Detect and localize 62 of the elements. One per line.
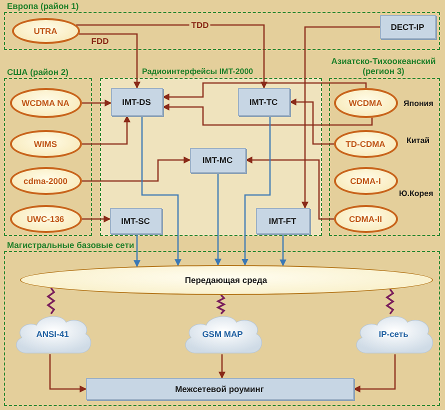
arrow (353, 354, 396, 392)
edge-label: TDD (189, 20, 211, 30)
country-label: Китай (406, 136, 430, 144)
arrow (82, 216, 111, 222)
node-label: IMT-TC (249, 96, 278, 106)
node-label: WIMS (34, 138, 58, 148)
node-label: UWC-136 (26, 214, 64, 224)
arrow (141, 116, 182, 266)
zigzag-link (385, 288, 395, 314)
arrow (162, 104, 373, 126)
edge-label: FDD (89, 36, 111, 46)
arrow (76, 24, 268, 89)
region-heading: Азиатско-Тихоокеанский (регион 3) (330, 56, 437, 76)
zigzag-link (46, 287, 56, 314)
process-box (380, 14, 436, 38)
node-label: TD-CDMA (346, 138, 386, 148)
arrow (79, 33, 140, 89)
country-label: Япония (404, 98, 434, 108)
node-label: IMT-MC (202, 155, 233, 165)
country-label: Ю.Корея (399, 189, 434, 198)
region-heading: Магистральные базовые сети (7, 240, 134, 250)
arrow (49, 354, 87, 392)
node-label: Передающая среда (184, 274, 268, 284)
node-label: IMT-FT (268, 216, 296, 226)
arrow (280, 234, 286, 266)
arrow (218, 354, 226, 379)
node-label: UTRA (34, 26, 58, 36)
region-heading: США (район 2) (7, 67, 68, 77)
arrow (82, 100, 112, 106)
node-label: ANSI-41 (36, 328, 69, 338)
arrow (82, 156, 191, 182)
node-label: IMT-DS (122, 96, 151, 106)
node-label: Межсетевой роуминг (175, 384, 264, 394)
region-heading: Европа (район 1) (7, 1, 79, 11)
zigzag-link (216, 294, 226, 314)
arrow (289, 98, 334, 145)
process-box (86, 378, 354, 400)
ellipse-node (12, 18, 80, 44)
node-label: IP-сеть (378, 328, 408, 338)
arrow (245, 156, 334, 220)
process-box (190, 148, 246, 172)
node-label: GSM MAP (202, 328, 243, 338)
node-label: DECT-IP (390, 22, 424, 32)
process-box (110, 208, 162, 234)
node-label: IMT-SC (121, 216, 150, 226)
process-box (110, 88, 162, 116)
node-label: CDMA-I (350, 176, 381, 186)
ellipse-node (334, 166, 398, 194)
process-box (256, 208, 310, 234)
arrow (242, 116, 271, 266)
arrow (302, 26, 380, 209)
arrow (134, 234, 140, 268)
node-label: CDMA-II (348, 214, 382, 224)
node-label: WCDMA (348, 98, 382, 108)
node-label: WCDMA NA (22, 98, 70, 108)
arrow (82, 115, 130, 145)
region-heading: Радиоинтерфейсы IMT-2000 (142, 67, 254, 77)
ellipse-node (334, 204, 398, 232)
node-label: cdma-2000 (24, 176, 68, 186)
arrow (162, 82, 367, 100)
arrow (214, 173, 222, 266)
process-box (238, 88, 290, 116)
